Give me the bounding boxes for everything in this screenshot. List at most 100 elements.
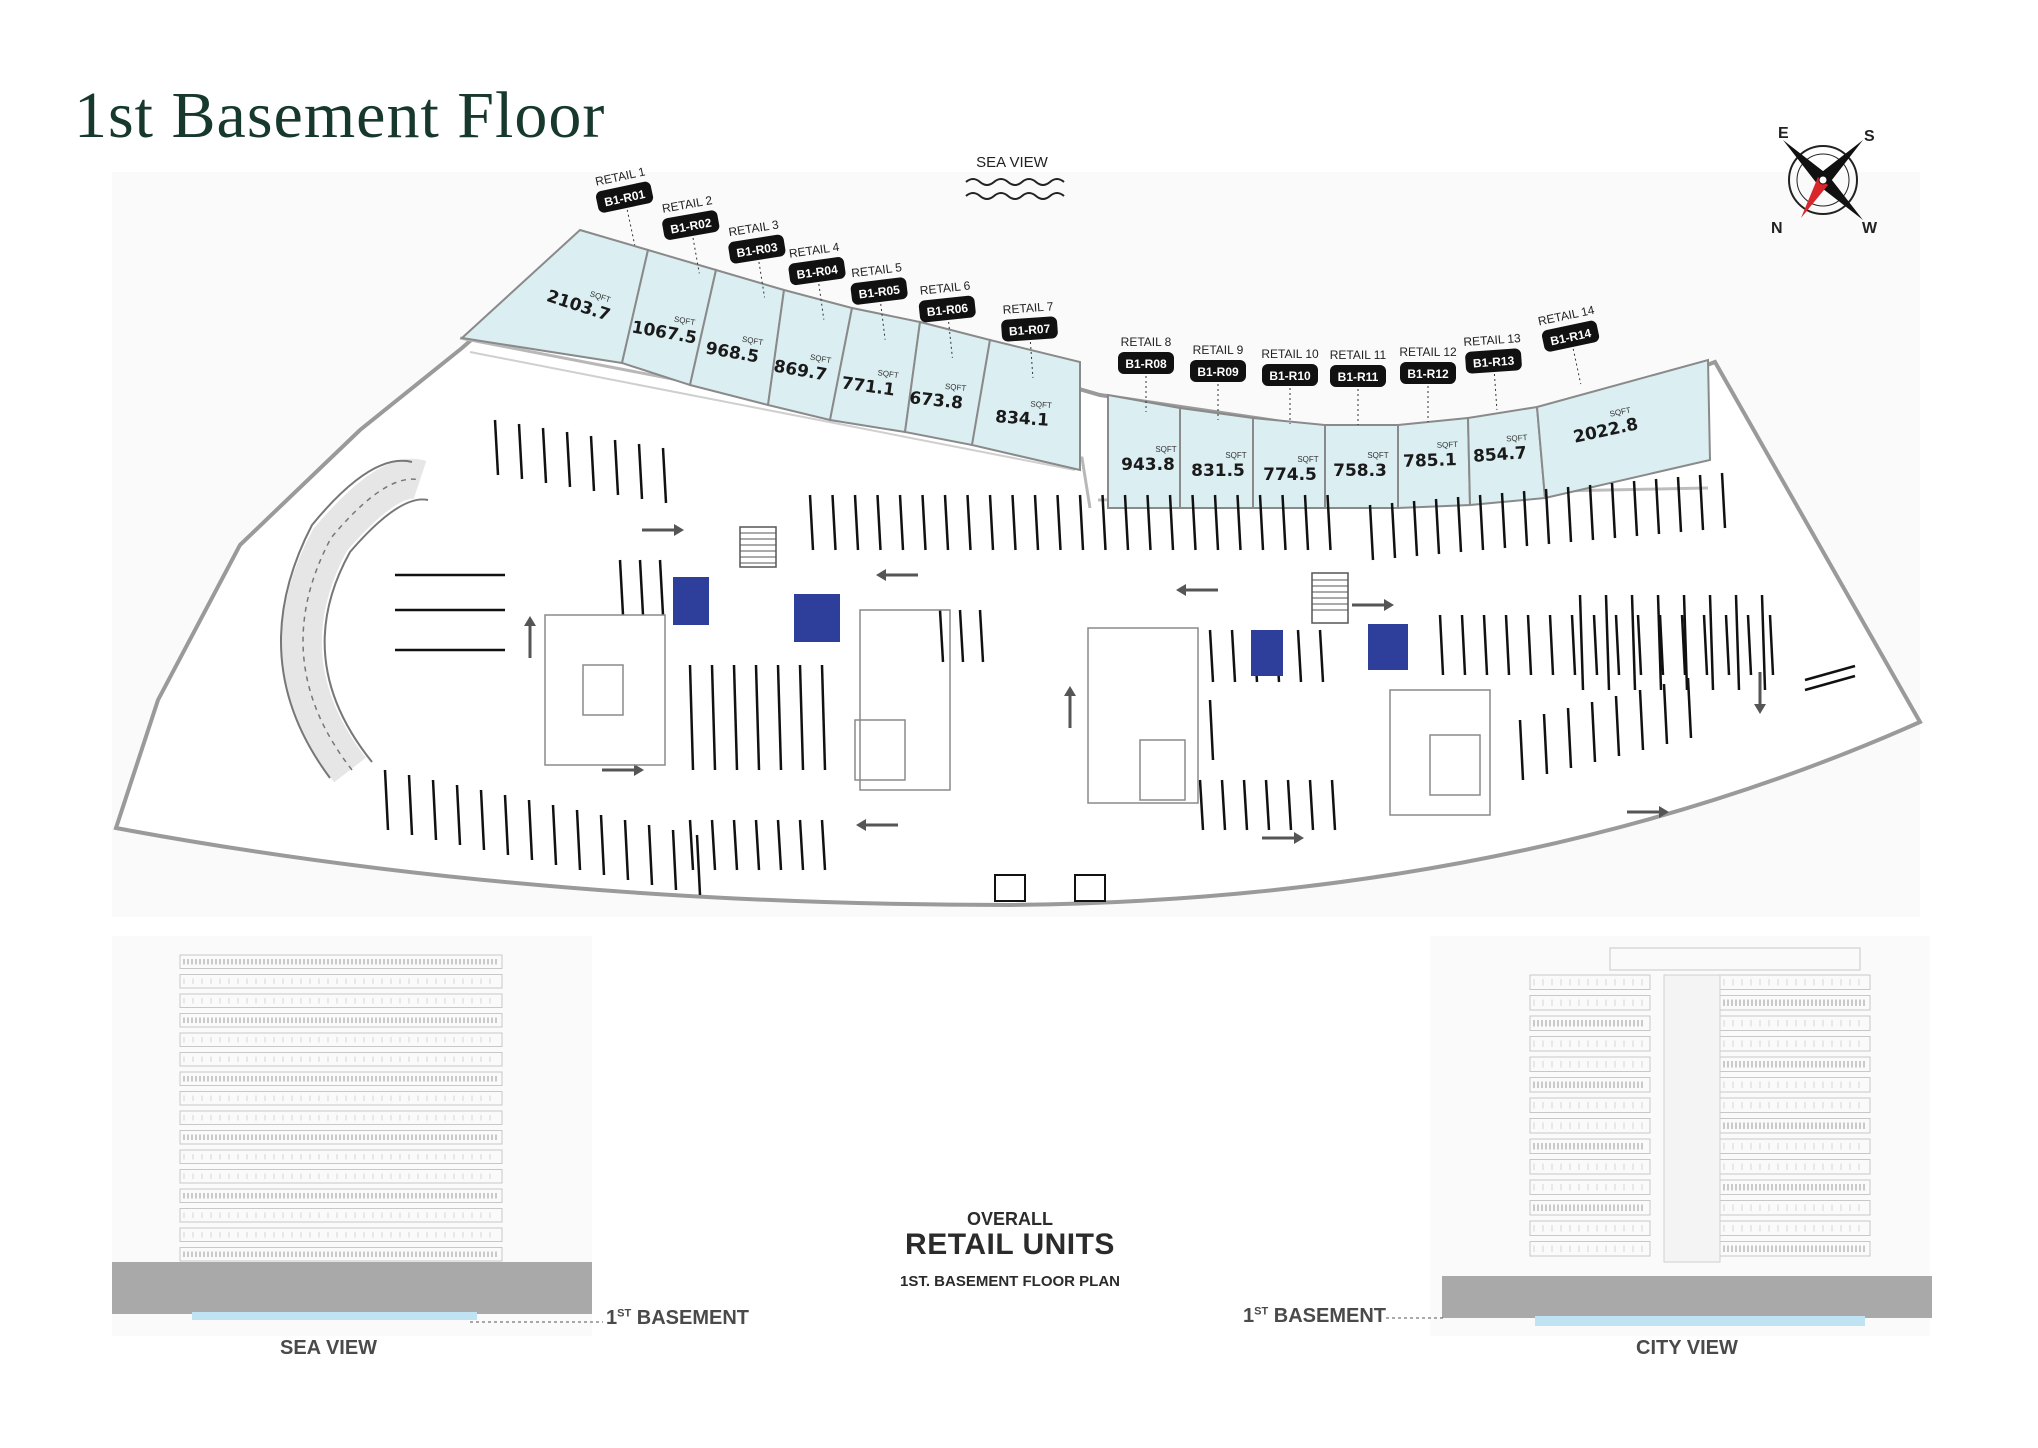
unit-retail-label: RETAIL 10 [1261,347,1319,361]
parking-stall [1544,488,1551,545]
unit-code-badge [850,277,908,305]
parking-stall [1636,614,1643,676]
parking-stall [1456,496,1463,553]
parking-stall [503,794,510,856]
parking-stall [527,799,534,861]
parking-stall [1676,476,1683,533]
unit-tag: RETAIL 4B1-R04 [788,240,846,320]
parking-stall [1478,494,1485,551]
parking-stall [1578,594,1585,691]
parking-stall [798,664,805,771]
parking-stall [1566,707,1573,769]
parking-stall [1500,492,1507,549]
parking-stall [898,494,905,551]
facade-floor [179,954,503,969]
unit-tag: RETAIL 9B1-R09 [1190,343,1246,420]
parking-stall [1258,494,1265,551]
facade-floor [1529,1159,1651,1175]
parking-stall [1330,779,1337,831]
unit-code-badge [1541,320,1600,352]
parking-stall [1326,494,1332,551]
parking-stall [1303,494,1310,551]
drive-direction-arrow-icon [856,819,898,831]
unit-sqft-label: SQFT [877,368,899,380]
facade-floor [179,1130,503,1145]
drive-direction-arrow-icon [876,569,918,581]
unit-code-badge [1400,362,1456,384]
parking-stall [1630,594,1637,691]
parking-stall [1570,614,1577,676]
unit-retail-label: RETAIL 12 [1399,345,1457,359]
city-basement-label: 1ST BASEMENT [1243,1305,1386,1327]
unit-sqft-label: SQFT [1609,405,1632,418]
city-view-caption: CITY VIEW [1636,1337,1738,1359]
unit-sqft-label: SQFT [1155,445,1176,454]
drive-direction-arrow-icon [1262,832,1304,844]
parking-stall [1662,683,1669,745]
facade-floor [1529,1138,1651,1154]
parking-stall [589,435,596,492]
parking-stall [754,664,761,771]
unit-retail-label: RETAIL 9 [1193,343,1244,357]
facade-floor [1529,974,1651,990]
parking-stall [623,819,630,881]
parking-stall [1518,719,1525,781]
parking-stall [1522,490,1529,547]
parking-stall [688,819,695,871]
facade-floor [179,1227,503,1242]
facade-floor [179,1208,503,1223]
parking-stall [455,784,462,846]
facade-floor [179,1169,503,1184]
facade-floor [179,1071,503,1086]
parking-stall [1804,664,1856,682]
city-basement-band [1535,1316,1865,1326]
parking-stall [988,494,995,551]
drive-direction-arrow-icon [1064,686,1076,728]
parking-stall [688,664,695,771]
parking-stall [1286,779,1293,831]
retail-unit-shape [1535,358,1712,500]
parking-stall [407,774,414,836]
city-core [1663,974,1721,1263]
facade-floor [1529,1036,1651,1052]
parking-stall [1610,482,1617,539]
unit-code: B1-R10 [1269,369,1311,383]
parking-stall [1658,614,1665,676]
parking-stall [776,664,783,771]
parking-stall [1760,594,1767,691]
unit-code: B1-R05 [858,283,901,302]
parking-stall [1680,614,1687,676]
facade-floor [179,1188,503,1203]
unit-code-badge [788,257,846,286]
unit-code: B1-R11 [1338,370,1379,384]
parking-stall [921,494,927,551]
parking-stall [978,609,985,663]
unit-area-value: 758.3 [1333,461,1387,481]
parking-stall [754,819,761,871]
parking-stall [1526,614,1533,676]
parking-stall [1566,486,1573,543]
parking-stall [1720,472,1727,529]
unit-tag: RETAIL 5B1-R05 [850,260,908,340]
compass-e-label: E [1778,125,1789,142]
parking-stall [1281,494,1287,551]
parking-stall [1708,594,1715,691]
facade-floor [179,1052,503,1067]
facade-floor [179,1149,503,1164]
overview-subtitle: 1ST. BASEMENT FLOOR PLAN [899,1273,1120,1290]
parking-stall [820,664,827,771]
